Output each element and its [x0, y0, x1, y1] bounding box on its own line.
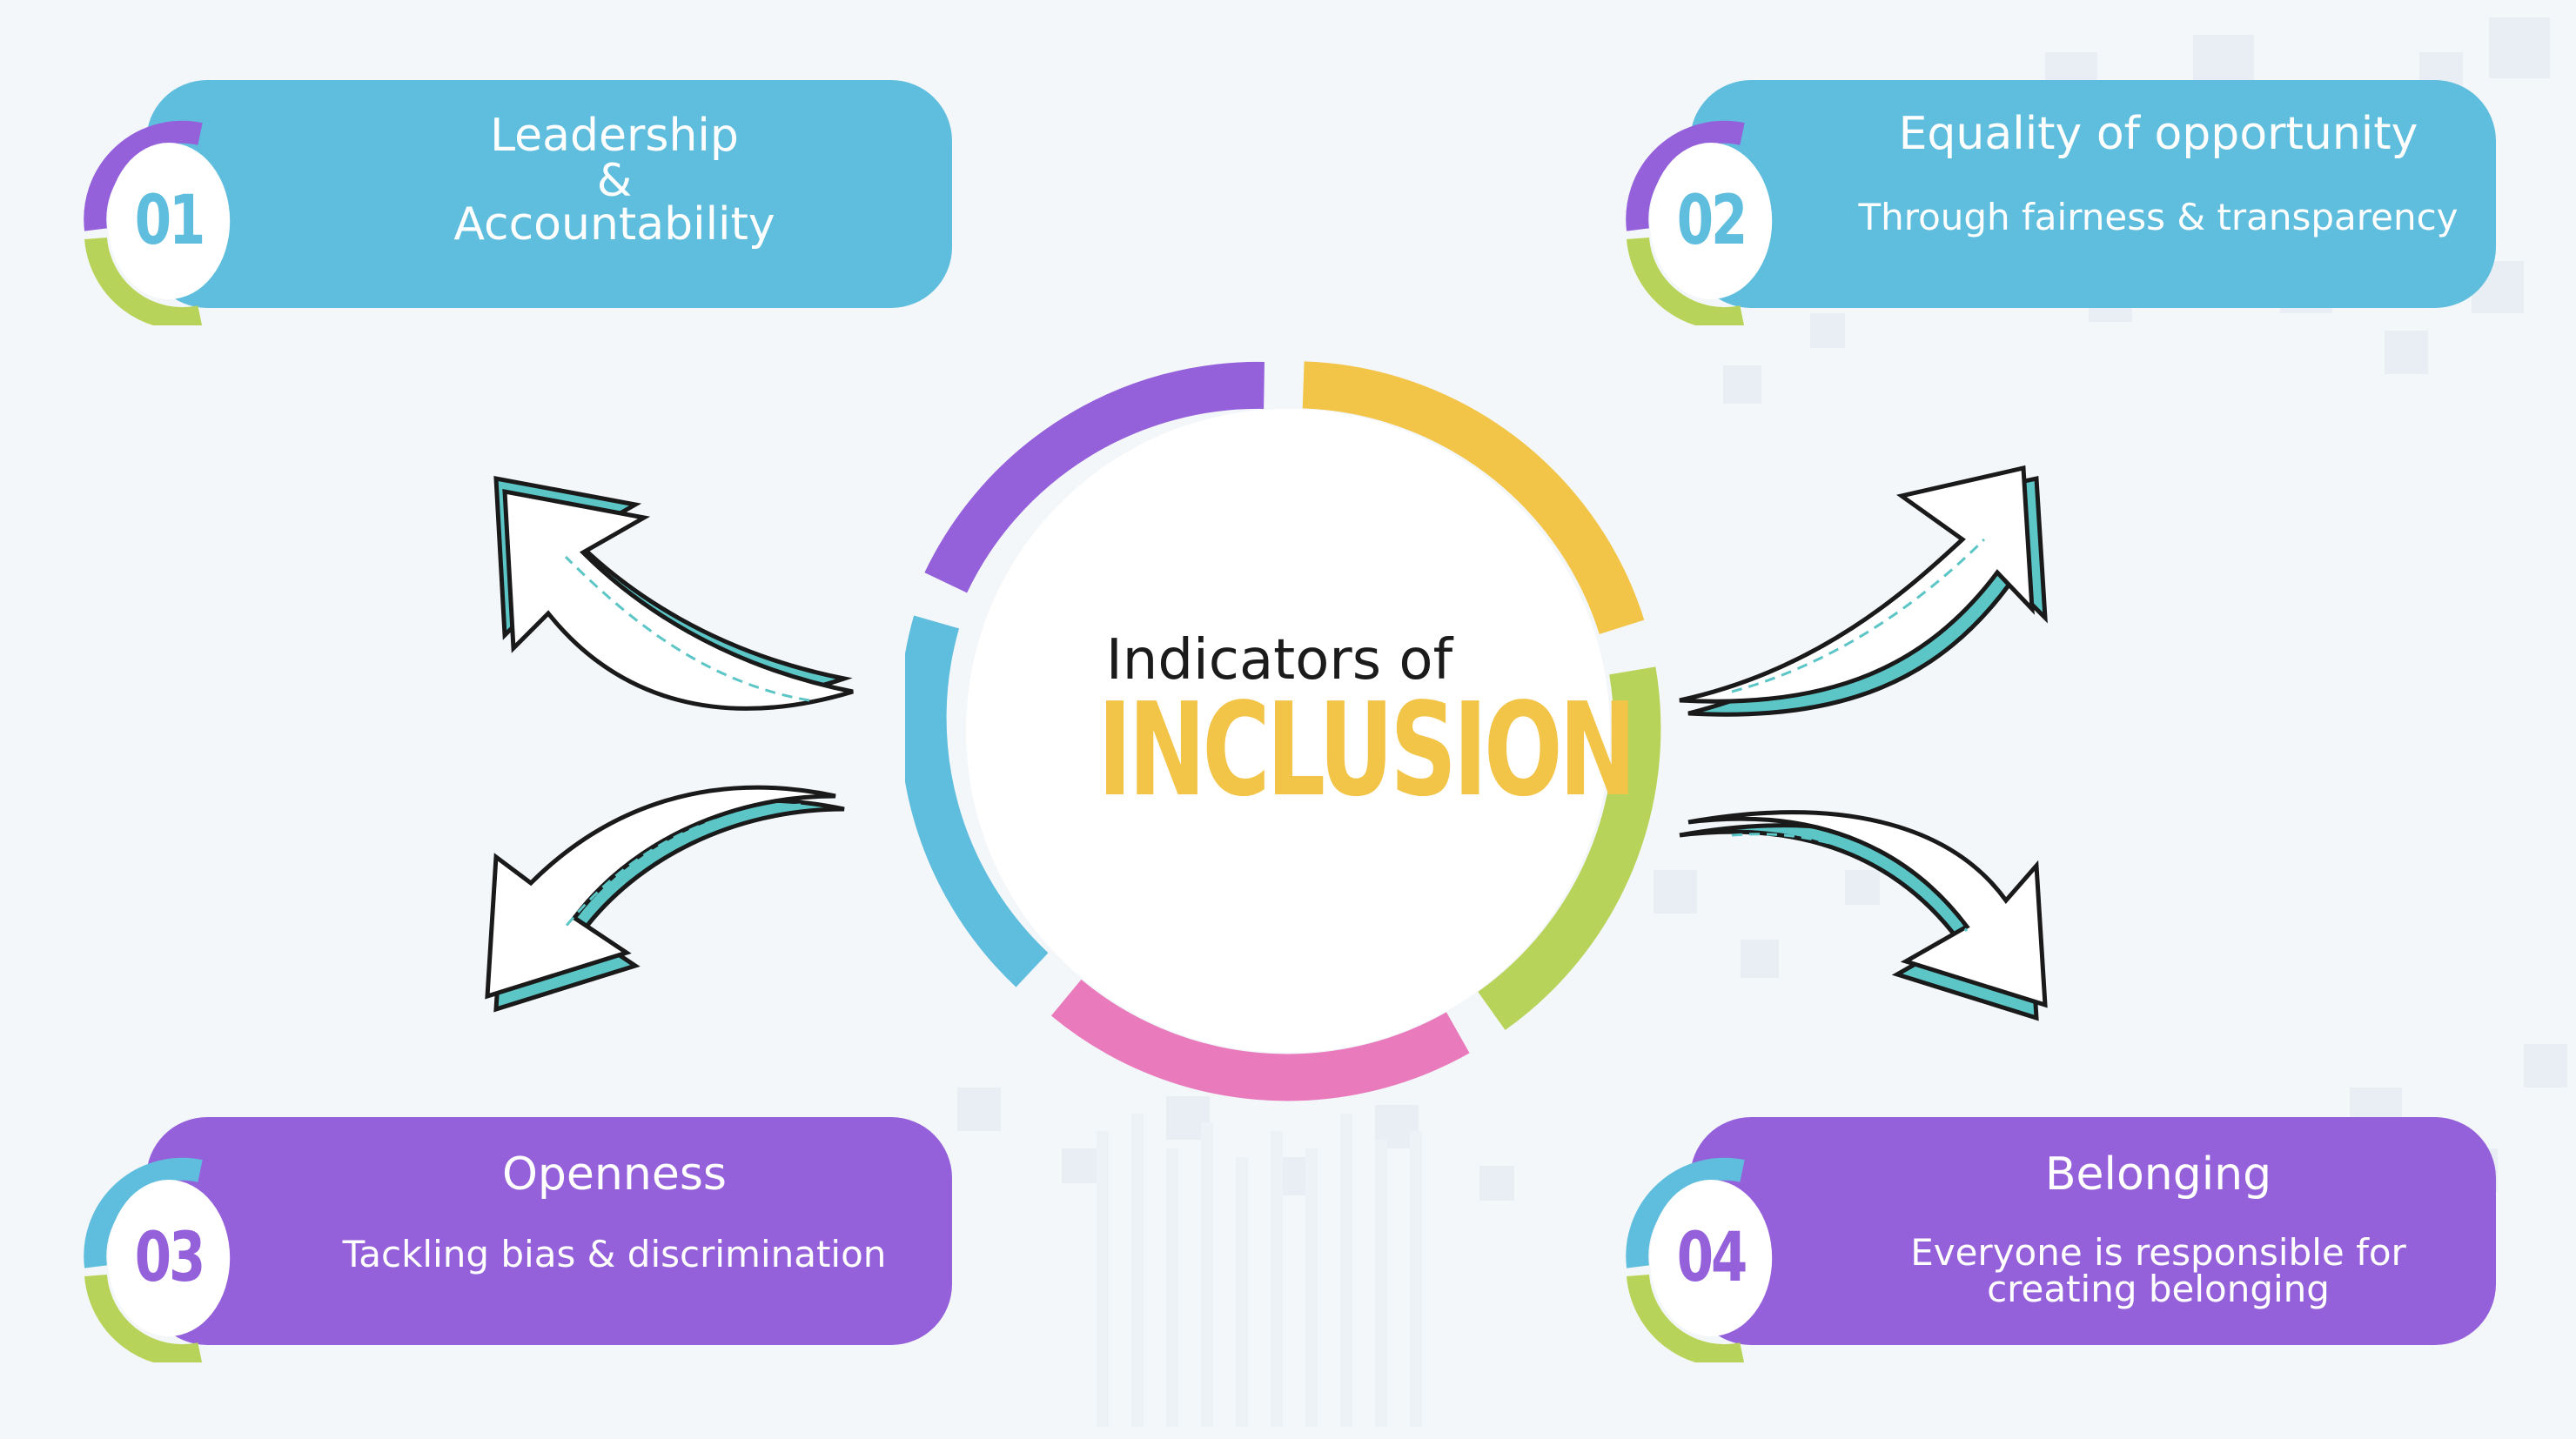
card-number-badge: 02 [1612, 108, 1786, 334]
card-number: 03 [107, 1180, 231, 1336]
center-heading: Indicators of [1105, 628, 1453, 693]
card-number-badge: 03 [70, 1145, 244, 1371]
inclusion-ring [905, 361, 1661, 1101]
card-title: Equality of opportunity [1898, 108, 2418, 160]
card-title-line: Accountability [453, 198, 775, 251]
card-openness: Openness Tackling bias & discrimination [146, 1117, 952, 1345]
center-keyword: INCLUSION [1097, 675, 1636, 825]
badge-ring [1626, 120, 1745, 325]
ring-segment-pink [1050, 979, 1470, 1101]
card-equality: Equality of opportunity Through fairness… [1690, 80, 2496, 308]
card-subtitle: Tackling bias & discrimination [342, 1233, 887, 1275]
card-title-line: Leadership [490, 110, 739, 162]
badge-ring [1626, 1157, 1745, 1362]
ring-segment-green [1478, 666, 1661, 1030]
card-subtitle: Through fairness & transparency [1858, 196, 2459, 238]
ring-segment-purple [924, 361, 1265, 593]
card-number: 02 [1649, 143, 1773, 299]
badge-ring [84, 120, 203, 325]
card-title: Openness [501, 1148, 728, 1201]
card-belonging: Belonging Everyone is responsible for cr… [1690, 1117, 2496, 1345]
card-leadership: Leadership & Accountability [146, 80, 952, 308]
badge-ring [84, 1157, 203, 1362]
ring-center [966, 409, 1610, 1053]
card-number-badge: 01 [70, 108, 244, 334]
ring-segment-yellow [1302, 361, 1645, 634]
curved-arrow-icon [485, 785, 845, 1013]
card-number: 04 [1649, 1180, 1773, 1336]
card-number-badge: 04 [1612, 1145, 1786, 1371]
curved-arrow-icon [1679, 465, 2048, 717]
card-number: 01 [107, 143, 231, 299]
card-subtitle-line: Everyone is responsible for [1910, 1231, 2406, 1274]
curved-arrow-icon [493, 475, 854, 711]
curved-arrow-icon [1679, 810, 2048, 1021]
card-title-line: & [596, 155, 633, 207]
card-title: Belonging [2044, 1148, 2272, 1201]
card-subtitle-line: creating belonging [1987, 1268, 2330, 1310]
ring-segment-blue [905, 615, 1049, 987]
